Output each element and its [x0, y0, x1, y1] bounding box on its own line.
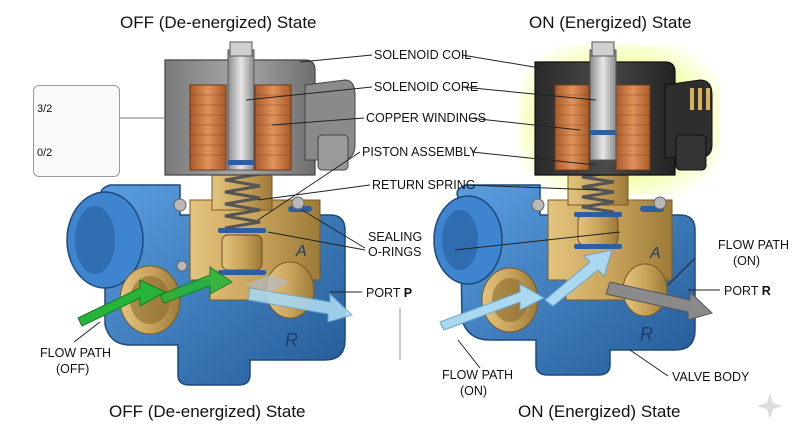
label-port-p: PORT P [366, 286, 412, 301]
body-letter-r-off: R [285, 330, 298, 350]
title-bottom-off: OFF (De-energized) State [109, 402, 306, 421]
return-spring-off [224, 166, 261, 230]
label-flow-on-bottom-2: (ON) [460, 384, 488, 398]
label-flow-on-bottom-1: FLOW PATH [442, 368, 514, 382]
solenoid-core-on [589, 49, 617, 161]
schematic-row1-label: 3/2 [37, 103, 53, 115]
label-flow-off-2: (OFF) [56, 362, 90, 376]
label-flow-on-right-2: (ON) [733, 254, 761, 268]
title-top-on: ON (Energized) State [529, 13, 692, 32]
port-p-letter: P [403, 286, 413, 300]
flow-arrow-gray-on [605, 281, 713, 321]
sparkle-icon [757, 393, 783, 419]
label-sealing-1: SEALING [368, 230, 423, 244]
label-valve-body: VALVE BODY [672, 370, 750, 384]
solenoid-core-off [227, 49, 255, 171]
label-solenoid-core: SOLENOID CORE [374, 80, 479, 94]
leader-lines [73, 54, 720, 377]
label-flow-on-right-1: FLOW PATH [718, 238, 790, 252]
piston-on [577, 214, 619, 246]
label-copper-windings: COPPER WINDINGS [366, 111, 487, 125]
port-r-letter: R [761, 284, 771, 298]
label-return-spring: RETURN SPRING [372, 178, 476, 192]
flow-arrow-lightblue-on [439, 249, 613, 331]
body-letter-a-on: A [649, 245, 661, 262]
piston-off [221, 234, 263, 271]
schematic-row2-label: 0/2 [37, 147, 53, 159]
flow-arrow-lightblue-off [245, 275, 353, 323]
label-piston-assembly: PISTON ASSEMBLY [362, 145, 478, 159]
title-top-off: OFF (De-energized) State [120, 13, 317, 32]
body-letter-r-on: R [640, 324, 653, 344]
title-bottom-on: ON (Energized) State [518, 402, 681, 421]
body-letter-a-off: A [295, 243, 307, 260]
label-flow-off-1: FLOW PATH [40, 346, 112, 360]
port-p-prefix: PORT [366, 286, 401, 300]
schematic-panel [33, 85, 120, 177]
port-r-prefix: PORT [724, 284, 759, 298]
label-port-r: PORT R [724, 284, 771, 299]
label-solenoid-coil: SOLENOID COIL [374, 48, 472, 62]
flow-arrow-green [77, 266, 233, 327]
label-sealing-2: O-RINGS [368, 245, 422, 259]
